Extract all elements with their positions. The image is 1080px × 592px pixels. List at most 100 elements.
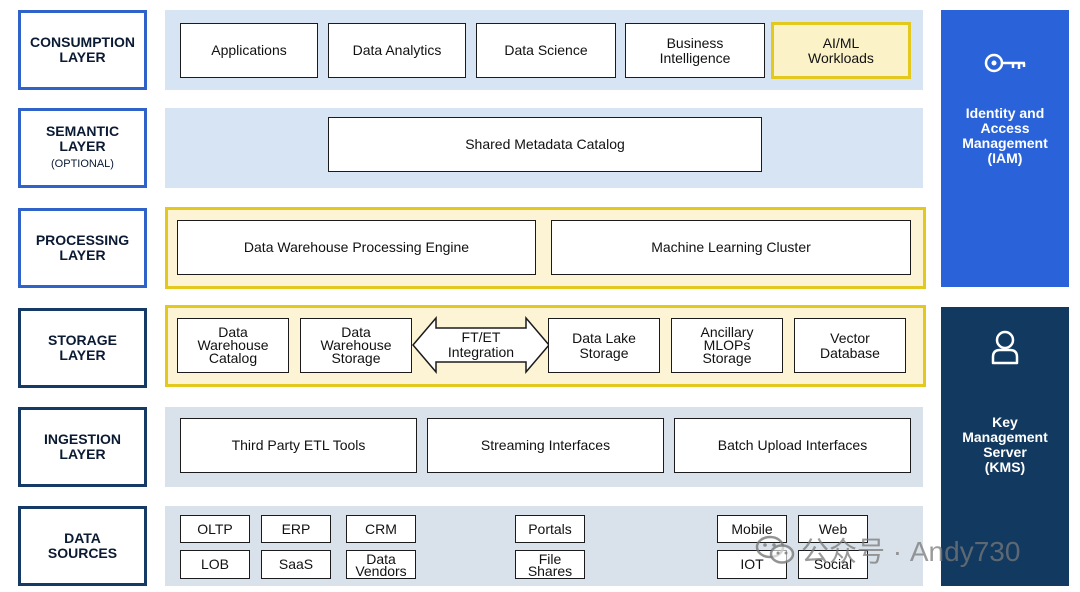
erp-box: ERP [261,515,331,543]
box-label-line: Database [820,344,880,361]
kms-label-line: Key [992,414,1018,430]
lob-box: LOB [180,550,250,579]
ingestion-layer-label: INGESTION LAYER [18,407,147,487]
data-analytics-box: Data Analytics [328,23,466,78]
web-box: Web [798,515,868,543]
dw-storage-box: Data Warehouse Storage [300,318,412,373]
layer-label-line: LAYER [59,49,106,65]
layer-label-line: PROCESSING [35,232,130,248]
iam-label-line: Access [980,120,1030,136]
layer-label-line: STORAGE [48,332,117,348]
key-icon [984,53,1026,73]
box-label-line: Intelligence [659,49,731,66]
optional-note: (OPTIONAL) [51,158,114,170]
box-label: Data Science [504,42,588,58]
layer-label-line: DATA [64,530,101,546]
business-intelligence-box: Business Intelligence [625,23,765,78]
vector-database-box: Vector Database [794,318,906,373]
iam-label-line: Management [962,135,1048,151]
processing-layer-label: PROCESSING LAYER [18,208,147,288]
box-label-line: Business [666,34,724,51]
person-icon [991,330,1019,365]
box-label-line: Data Lake [572,329,636,346]
box-label-line: Storage [702,350,752,366]
layer-label-line: SOURCES [47,545,118,561]
consumption-layer-label: CONSUMPTION LAYER [18,10,147,90]
box-label: Social [813,556,853,572]
saas-box: SaaS [261,550,331,579]
ftet-integration-arrow: FT/ET Integration [412,316,550,374]
data-vendors-box: Data Vendors [346,550,416,579]
box-label: Mobile [731,520,773,537]
data-lake-storage-box: Data Lake Storage [548,318,660,373]
layer-label-line: INGESTION [43,431,121,447]
storage-layer-label: STORAGE LAYER [18,308,147,388]
batch-upload-box: Batch Upload Interfaces [674,418,911,473]
watermark-text: 公众号 · Andy730 [801,536,1021,567]
box-label: Batch Upload Interfaces [717,437,868,453]
iam-panel: Identity and Access Management (IAM) [941,10,1069,287]
mlops-storage-box: Ancillary MLOPs Storage [671,318,783,373]
ml-cluster-box: Machine Learning Cluster [551,220,911,275]
crm-box: CRM [346,515,416,543]
ftet-label-line: Integration [448,344,514,360]
iam-label: Identity and Access Management (IAM) [962,106,1048,166]
box-label: Web [818,520,848,537]
box-label: CRM [365,520,397,537]
box-label-line: Vector [830,329,870,346]
kms-label-line: Server [983,444,1027,460]
kms-label-line: Management [962,429,1048,445]
box-label: Third Party ETL Tools [231,437,366,453]
box-label-line: Ancillary [700,324,754,340]
semantic-layer-label: SEMANTIC LAYER (OPTIONAL) [18,108,147,188]
box-label-line: Data [341,324,371,340]
box-label: ERP [281,520,311,537]
box-label-line: Warehouse [197,337,269,353]
box-label: Machine Learning Cluster [651,239,811,255]
oltp-box: OLTP [180,515,250,543]
layer-label-line: LAYER [59,446,106,462]
box-label-line: Storage [579,344,629,361]
box-label: Portals [528,520,572,537]
box-label-line: Warehouse [320,337,392,353]
watermark: 公众号 · Andy730 [755,530,1020,570]
ftet-label-line: FT/ET [462,329,501,345]
box-label-line: Vendors [355,562,407,579]
data-science-box: Data Science [476,23,616,78]
file-shares-box: File Shares [515,550,585,579]
box-label: Data Analytics [352,42,442,58]
iam-label-line: Identity and [965,105,1045,121]
box-label-line: AI/ML [822,34,860,51]
streaming-interfaces-box: Streaming Interfaces [427,418,664,473]
layer-label-line: LAYER [59,138,106,154]
layer-label-line: LAYER [59,347,106,363]
dw-processing-engine-box: Data Warehouse Processing Engine [177,220,536,275]
box-label-line: Data [218,324,248,340]
box-label: LOB [200,556,229,572]
applications-box: Applications [180,23,318,78]
box-label-line: Storage [331,350,381,366]
box-label: Shared Metadata Catalog [465,136,625,152]
layer-label-line: SEMANTIC [45,123,120,139]
box-label: Data Warehouse Processing Engine [243,239,470,255]
layer-label-line: LAYER [59,247,106,263]
kms-label: Key Management Server (KMS) [962,415,1048,475]
box-label-line: Workloads [808,49,874,66]
aiml-workloads-box: AI/ML Workloads [771,22,911,79]
iam-label-line: (IAM) [987,150,1023,166]
data-sources-label: DATA SOURCES [18,506,147,586]
layer-label-line: CONSUMPTION [30,34,135,50]
box-label-line: Shares [527,562,573,579]
portals-box: Portals [515,515,585,543]
third-party-etl-box: Third Party ETL Tools [180,418,417,473]
shared-metadata-catalog-box: Shared Metadata Catalog [328,117,762,172]
social-box: Social [798,550,868,579]
box-label-line: MLOPs [703,337,751,353]
box-label: SaaS [278,556,314,572]
box-label: IOT [740,556,764,572]
box-label: OLTP [197,520,233,537]
box-label-line: Catalog [208,350,258,366]
wechat-icon [755,535,795,564]
kms-panel: Key Management Server (KMS) [941,307,1069,586]
box-label: Applications [211,42,287,58]
